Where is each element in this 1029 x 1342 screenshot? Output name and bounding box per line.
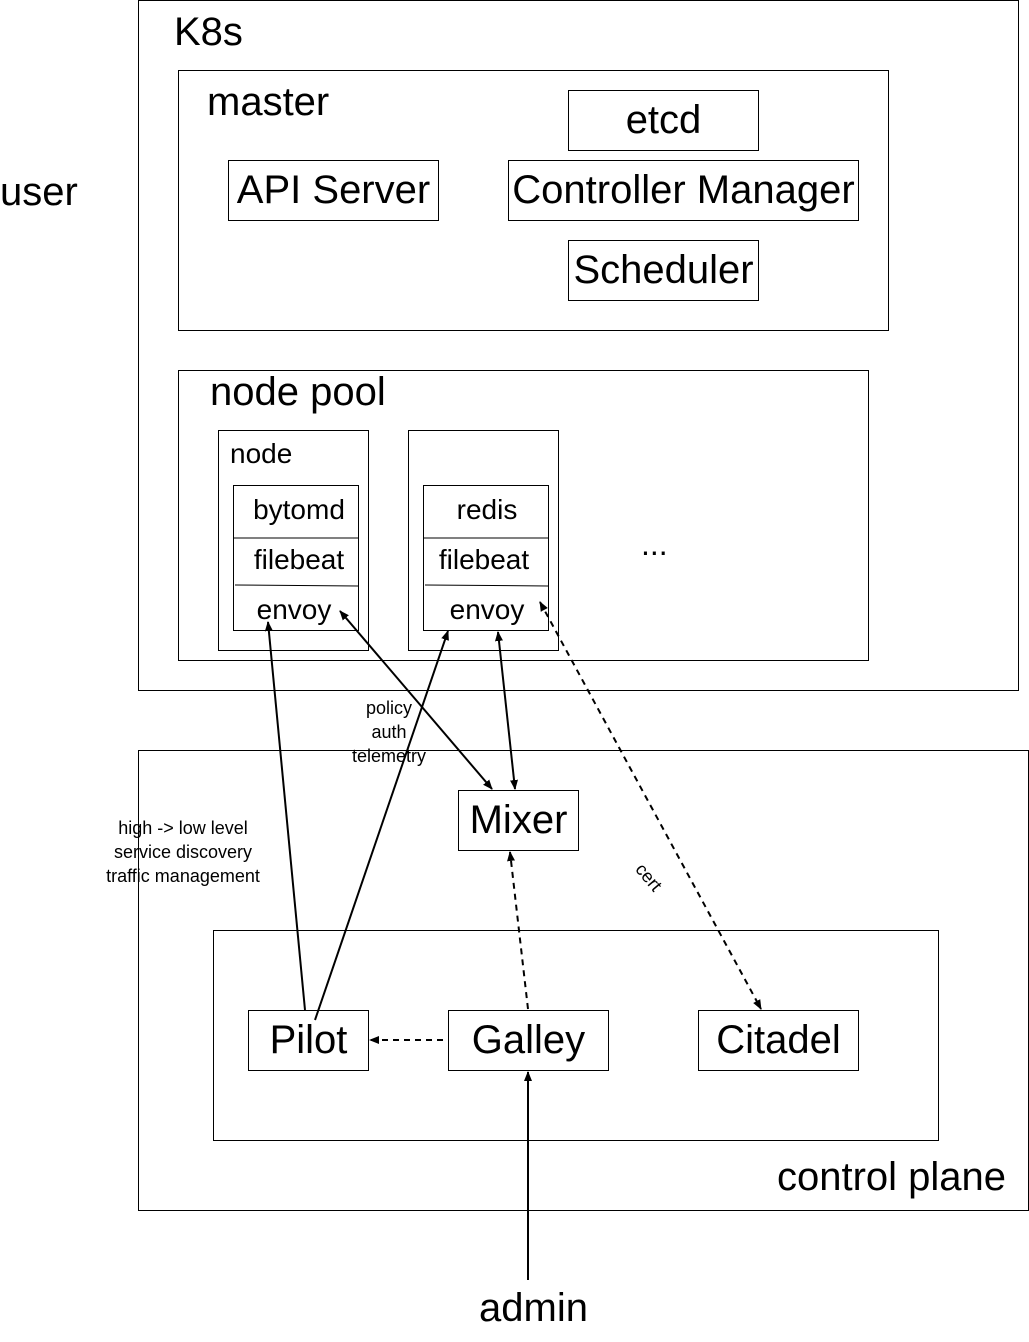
envoy-label-1: envoy [256, 594, 332, 625]
envoy2-citadel-arrow [539, 601, 762, 1010]
node-label: node [230, 438, 293, 469]
redis-label: redis [456, 494, 518, 525]
node-pool-label: node pool [210, 370, 386, 414]
pilot-box: Pilot [248, 1010, 369, 1071]
api-server-label: API Server [236, 168, 431, 212]
control-plane-label: control plane [777, 1155, 1007, 1199]
controller-manager-box: Controller Manager [508, 160, 859, 221]
galley-label: Galley [471, 1018, 586, 1062]
node-box-1 [218, 430, 369, 651]
pilot-to-envoy1-arrow [264, 621, 306, 1011]
etcd-label: etcd [625, 98, 702, 142]
scheduler-box: Scheduler [568, 240, 759, 301]
etcd-box: etcd [568, 90, 759, 151]
controller-manager-label: Controller Manager [512, 168, 855, 212]
scheduler-label: Scheduler [573, 248, 754, 292]
galley-to-mixer-arrow [507, 851, 529, 1010]
envoy1-mixer-arrow [339, 610, 493, 790]
master-box [178, 70, 889, 331]
pilot-note-line-2: service discovery [113, 842, 253, 862]
node-pool-box [178, 370, 869, 661]
bytomd-label: bytomd [253, 494, 345, 525]
master-label: master [207, 80, 330, 124]
pilot-label: Pilot [269, 1018, 348, 1062]
pod-box-1 [233, 485, 359, 631]
filebeat-label-2: filebeat [438, 544, 530, 575]
k8s-label: K8s [174, 10, 243, 54]
ellipsis-label: ... [641, 526, 668, 562]
user-label: user [0, 170, 78, 214]
envoy2-mixer-arrow [494, 631, 519, 790]
citadel-box: Citadel [698, 1010, 859, 1071]
pod1-divider-2 [234, 584, 359, 587]
pilot-note-line-1: high -> low level [118, 818, 248, 838]
galley-box: Galley [448, 1010, 609, 1071]
citadel-label: Citadel [716, 1018, 841, 1062]
pilot-note-line-3: traffic management [106, 866, 260, 886]
pod2-divider-2 [424, 584, 549, 587]
pilot-annotation: high -> low level service discovery traf… [93, 816, 273, 888]
api-server-box: API Server [228, 160, 439, 221]
admin-label: admin [479, 1286, 588, 1330]
filebeat-label-1: filebeat [253, 544, 345, 575]
pilot-to-envoy2-arrow [314, 630, 449, 1021]
